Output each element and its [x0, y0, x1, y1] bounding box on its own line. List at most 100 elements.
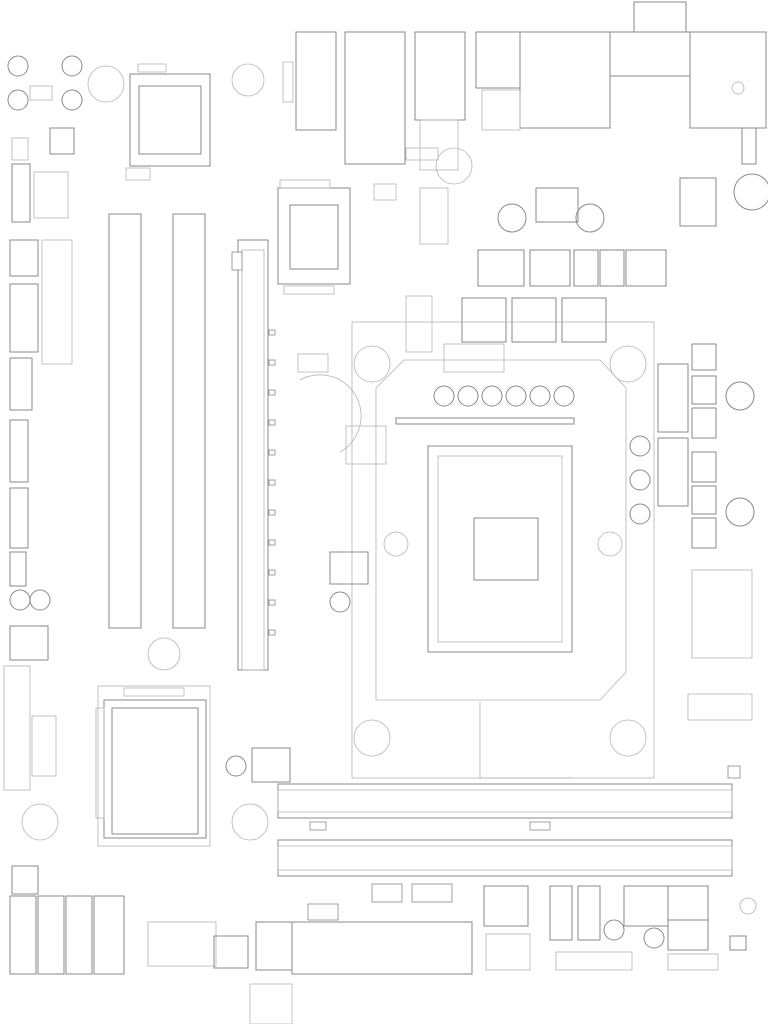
socket-inner: [437, 455, 563, 643]
choke: [511, 297, 557, 343]
jumper-outline: [249, 983, 293, 1024]
capacitor: [553, 385, 575, 407]
capacitor: [457, 385, 479, 407]
capacitor: [733, 173, 768, 211]
header-block: [213, 935, 249, 969]
header-block: [9, 487, 29, 549]
vrm-outline: [277, 187, 351, 285]
vga-port: [633, 1, 687, 33]
ram-slots: [277, 783, 733, 877]
pcie-slot-3: [237, 239, 269, 671]
chip-outline: [129, 73, 211, 167]
capacitor: [7, 89, 29, 111]
capacitor: [481, 385, 503, 407]
sata-port: [549, 885, 573, 941]
audio-pins: [282, 61, 294, 103]
socket-outline: [375, 359, 627, 701]
pad: [268, 599, 276, 606]
jumper-area: [41, 239, 73, 365]
socket-mount-hole: [353, 345, 391, 383]
smd-row: [555, 951, 633, 971]
slot-latch: [231, 251, 243, 271]
mosfet: [691, 407, 717, 439]
pin-row: [283, 285, 335, 295]
pad: [268, 419, 276, 426]
choke: [561, 297, 607, 343]
pcie-slots: [108, 213, 276, 671]
chipset-outline: [103, 699, 207, 839]
socket-alignment: [597, 531, 623, 557]
pcie-slot-1: [108, 213, 142, 629]
socket-lever: [395, 417, 575, 425]
smd-cluster: [691, 569, 753, 659]
smd-grid: [345, 425, 387, 465]
lever-track: [479, 702, 572, 779]
socket-center: [473, 517, 539, 581]
header-block: [9, 551, 27, 587]
capacitor: [505, 385, 527, 407]
pad: [268, 389, 276, 396]
chipset-area: [21, 637, 291, 847]
io-panel: [282, 1, 767, 165]
vrm-components: [33, 171, 69, 219]
label-box: [297, 353, 329, 373]
cpu-keepout: [351, 321, 655, 779]
capacitor: [629, 503, 651, 525]
pin-row: [123, 687, 185, 697]
socket-mount-hole: [609, 719, 647, 757]
audio-jack: [255, 921, 293, 971]
mosfet: [691, 517, 717, 549]
sata-block: [291, 921, 473, 975]
pad: [371, 883, 403, 903]
pad: [268, 569, 276, 576]
capacitor: [739, 897, 757, 915]
dimm-slot-2: [277, 839, 733, 877]
smd-chip: [251, 747, 291, 783]
pad: [268, 629, 276, 636]
capacitor: [603, 919, 625, 941]
choke: [599, 249, 625, 287]
super-io-chip: [138, 85, 202, 155]
smd-pair: [373, 183, 397, 201]
capacitor: [225, 755, 247, 777]
lan-port: [519, 31, 611, 129]
power-connector-4pin: [679, 177, 717, 227]
capacitor: [575, 203, 605, 233]
dimm-slot-1-inner: [277, 789, 733, 813]
front-panel-header: [3, 665, 31, 791]
pad: [411, 883, 453, 903]
audio-io-block: [295, 31, 337, 131]
choke: [657, 363, 689, 433]
header-block: [9, 357, 33, 411]
left-edge-headers: [3, 239, 73, 791]
smd-cluster: [419, 119, 459, 171]
smd-cluster: [31, 715, 57, 777]
mosfet: [691, 343, 717, 371]
resistor-array: [29, 85, 53, 101]
pad: [727, 765, 741, 779]
mosfet: [691, 485, 717, 515]
header-block: [9, 419, 29, 483]
capacitor: [725, 497, 755, 527]
right-vrm-column: [629, 343, 755, 779]
capacitor: [433, 385, 455, 407]
choke: [461, 297, 507, 343]
socket-mount-hole: [609, 345, 647, 383]
sata-port: [667, 919, 709, 951]
pad: [268, 449, 276, 456]
arc-marking: [299, 374, 362, 453]
socket-alignment: [383, 531, 409, 557]
choke: [657, 437, 689, 507]
choke: [529, 249, 571, 287]
mount-hole: [231, 803, 269, 841]
smd-chip: [329, 551, 369, 585]
sata-port: [667, 885, 709, 921]
choke: [573, 249, 599, 287]
pin-row-bottom: [125, 167, 151, 181]
smd-grid: [485, 933, 531, 971]
pad: [268, 329, 276, 336]
dimm-slot-2-inner: [277, 845, 733, 871]
pcie-slot-2: [172, 213, 206, 629]
mosfet: [691, 375, 717, 405]
